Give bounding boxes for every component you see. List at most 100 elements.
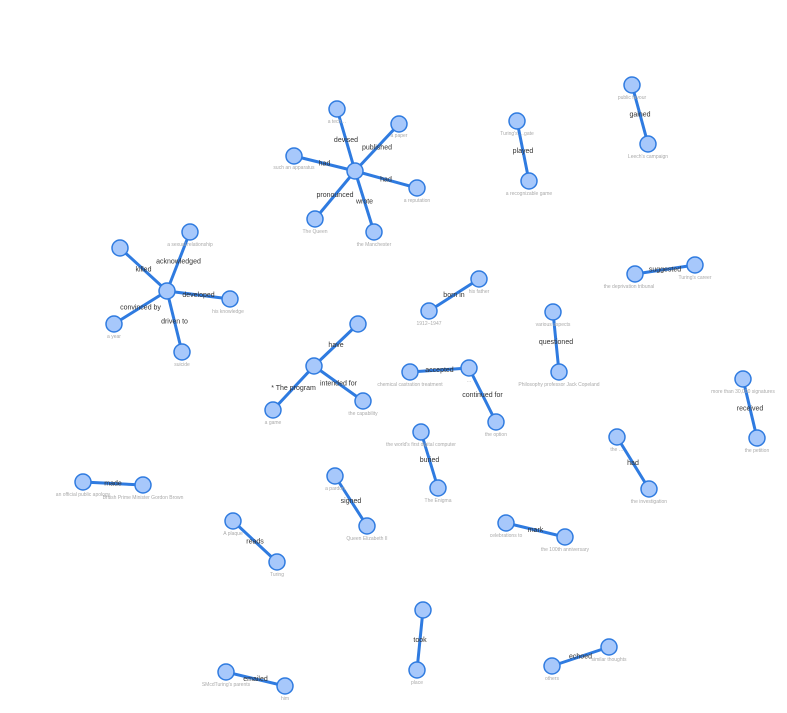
graph-node[interactable]: [173, 343, 191, 361]
graph-edge: [335, 107, 357, 173]
graph-node[interactable]: [217, 663, 235, 681]
graph-edge: [112, 289, 169, 326]
graph-node[interactable]: [470, 270, 488, 288]
graph-node[interactable]: [543, 657, 561, 675]
graph-edge: [467, 366, 498, 424]
node-label: a reputation: [404, 198, 431, 204]
graph-node[interactable]: [420, 302, 438, 320]
graph-node[interactable]: [111, 239, 129, 257]
graph-node[interactable]: [408, 661, 426, 679]
graph-node[interactable]: [640, 480, 658, 498]
graph-node[interactable]: [497, 514, 515, 532]
node-label: Philosophy professor Jack Copeland: [518, 382, 599, 388]
node-label: 1912–1947: [416, 321, 441, 327]
graph-edge: [615, 435, 651, 491]
graph-node[interactable]: [623, 76, 641, 94]
graph-node[interactable]: [734, 370, 752, 388]
edge-label: intended for: [320, 381, 358, 388]
edge-label: had: [380, 177, 392, 184]
graph-edge: [551, 310, 561, 374]
graph-node[interactable]: [686, 256, 704, 274]
graph-node[interactable]: [306, 210, 324, 228]
graph-node[interactable]: [326, 467, 344, 485]
graph-node[interactable]: [608, 428, 626, 446]
node-label: a year: [107, 334, 121, 340]
graph-edge: [427, 277, 481, 313]
graph-node[interactable]: [349, 315, 367, 333]
graph-node[interactable]: [639, 135, 657, 153]
graph-node[interactable]: [401, 363, 419, 381]
edge-label: devised: [334, 137, 358, 144]
graph-edge: [408, 366, 471, 374]
graph-edge: [741, 377, 759, 440]
graph-node[interactable]: [285, 147, 303, 165]
graph-node[interactable]: [414, 601, 432, 619]
node-label: Turing's …gate: [500, 131, 534, 137]
edge-label: acknowledged: [156, 259, 201, 266]
graph-edge: [231, 519, 279, 564]
graph-edge: [224, 670, 287, 688]
graph-node[interactable]: [181, 223, 199, 241]
graph-node[interactable]: [748, 429, 766, 447]
graph-node[interactable]: [328, 100, 346, 118]
graph-node[interactable]: [508, 112, 526, 130]
graph-node[interactable]: [305, 357, 323, 375]
graph-node[interactable]: [105, 315, 123, 333]
graph-node[interactable]: [408, 179, 426, 197]
graph-node[interactable]: [264, 401, 282, 419]
graph-edge: [633, 263, 697, 276]
graph-node[interactable]: [365, 223, 383, 241]
graph-node[interactable]: [550, 363, 568, 381]
graph-node[interactable]: [268, 553, 286, 571]
graph-node[interactable]: [556, 528, 574, 546]
node-label: a pardon: [325, 486, 345, 492]
edge-label-layer: devisedpublishedhadhadpronouncedwrotepla…: [104, 112, 763, 684]
edge-label: driven to: [161, 319, 188, 326]
edge-label: echoed: [569, 654, 592, 661]
graph-edge: [333, 474, 369, 528]
graph-node[interactable]: [600, 638, 618, 656]
edge-label: made: [104, 481, 122, 488]
node-label: the …: [610, 447, 623, 453]
graph-node[interactable]: [224, 512, 242, 530]
graph-node[interactable]: [412, 423, 430, 441]
graph-node[interactable]: [487, 413, 505, 431]
graph-edge: [504, 521, 567, 539]
edge-label: wrote: [355, 199, 373, 206]
graph-node[interactable]: [460, 359, 478, 377]
graph-node[interactable]: [354, 392, 372, 410]
node-layer: [74, 76, 766, 695]
graph-node[interactable]: [520, 172, 538, 190]
edge-label: killed: [136, 267, 152, 274]
graph-edge: [165, 289, 232, 301]
node-label: the investigation: [631, 499, 667, 505]
graph-node[interactable]: [276, 677, 294, 695]
graph-edge: [353, 169, 419, 190]
graph-node[interactable]: [390, 115, 408, 133]
edge-label: developed: [182, 292, 214, 299]
edge-label: buried: [420, 457, 440, 464]
node-label: Turing's career: [678, 275, 711, 281]
graph-node[interactable]: [346, 162, 364, 180]
node-label: the capability: [348, 411, 378, 417]
edge-label: had: [319, 161, 331, 168]
graph-node[interactable]: [544, 303, 562, 321]
graph-node[interactable]: [358, 517, 376, 535]
graph-node[interactable]: [158, 282, 176, 300]
edge-label: suggested: [649, 267, 681, 274]
node-label: the 100th anniversary: [541, 547, 590, 553]
node-label: similar thoughts: [591, 657, 627, 663]
graph-node[interactable]: [74, 473, 92, 491]
node-label: the Manchester: [357, 242, 392, 248]
edge-label: took: [413, 637, 427, 644]
edge-label: emailed: [243, 676, 268, 683]
node-label: his father: [469, 289, 490, 295]
graph-edge: [515, 119, 531, 183]
graph-node[interactable]: [221, 290, 239, 308]
graph-node[interactable]: [134, 476, 152, 494]
graph-edge: [353, 122, 401, 173]
graph-edge: [271, 364, 316, 412]
graph-node[interactable]: [429, 479, 447, 497]
edge-label: gained: [629, 112, 650, 119]
graph-node[interactable]: [626, 265, 644, 283]
